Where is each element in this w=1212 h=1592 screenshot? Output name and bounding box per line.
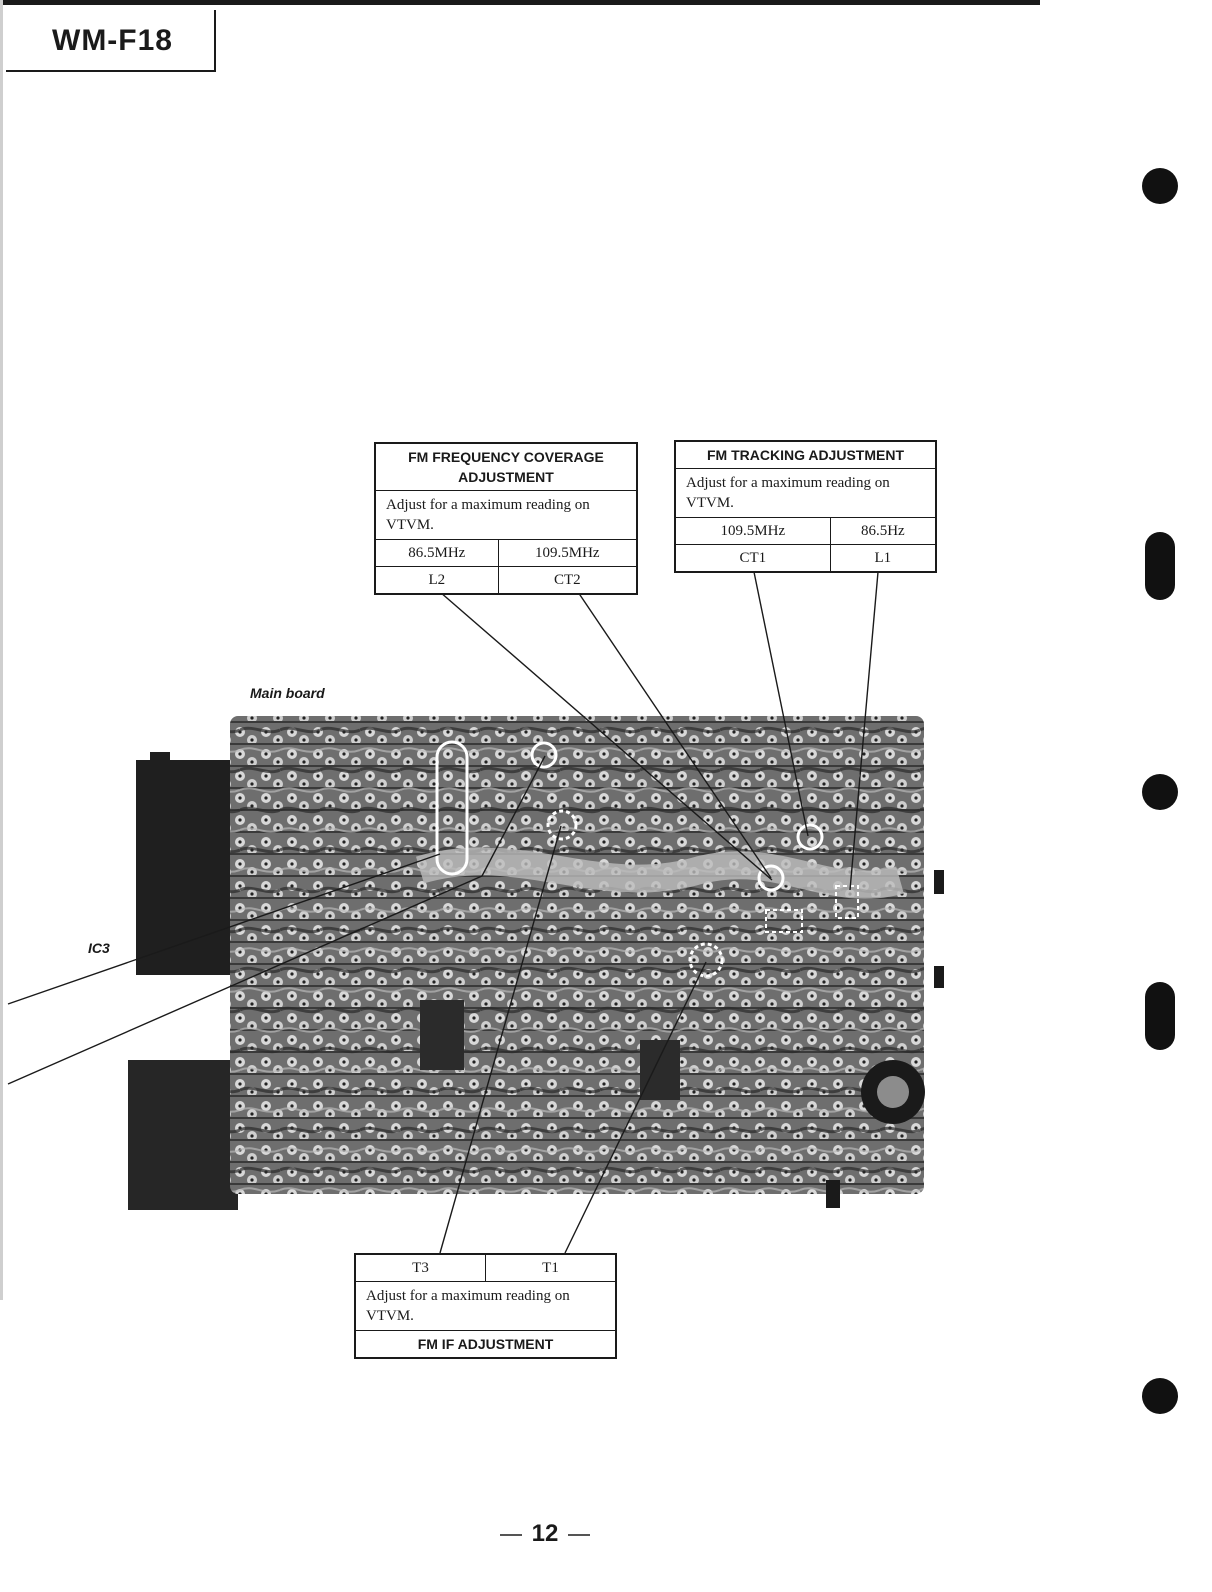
fm-tracking-table: 109.5MHz 86.5Hz CT1 L1 [676, 518, 935, 571]
freq-cell: 86.5MHz [376, 540, 498, 567]
page-number-text: 12 [532, 1520, 559, 1547]
side-switch [934, 870, 944, 894]
part-cell: CT1 [676, 545, 830, 572]
part-cell: L1 [830, 545, 935, 572]
circuit-traces [230, 716, 924, 1194]
ic-chip [640, 1040, 680, 1100]
fm-frequency-coverage-box: FM FREQUENCY COVERAGE ADJUSTMENT Adjust … [374, 442, 638, 595]
fm-tracking-note: Adjust for a maximum reading on VTVM. [676, 469, 935, 518]
board-pin [826, 1180, 840, 1208]
main-board-label: Main board [250, 685, 325, 701]
fm-if-title: FM IF ADJUSTMENT [356, 1331, 615, 1357]
ic-chip [420, 1000, 464, 1070]
dash-icon [500, 1534, 522, 1536]
jack-housing [128, 1060, 238, 1210]
fm-frequency-coverage-note: Adjust for a maximum reading on VTVM. [376, 491, 636, 540]
fm-if-note: Adjust for a maximum reading on VTVM. [356, 1282, 615, 1331]
part-cell: T3 [356, 1255, 486, 1282]
freq-cell: 109.5MHz [498, 540, 636, 567]
fm-if-table: T3 T1 [356, 1255, 615, 1282]
ic3-label: IC3 [88, 940, 110, 956]
fm-if-box: T3 T1 Adjust for a maximum reading on VT… [354, 1253, 617, 1359]
dash-icon [568, 1534, 590, 1536]
fm-tracking-box: FM TRACKING ADJUSTMENT Adjust for a maxi… [674, 440, 937, 573]
part-cell: T1 [486, 1255, 616, 1282]
volume-knob-center [877, 1076, 909, 1108]
fm-frequency-coverage-title: FM FREQUENCY COVERAGE ADJUSTMENT [376, 444, 636, 491]
freq-cell: 109.5MHz [676, 518, 830, 545]
jack-tab [150, 752, 170, 772]
fm-frequency-coverage-table: 86.5MHz 109.5MHz L2 CT2 [376, 540, 636, 593]
fm-tracking-title: FM TRACKING ADJUSTMENT [676, 442, 935, 469]
part-cell: L2 [376, 567, 498, 594]
side-switch [934, 966, 944, 988]
page-number: 12 [0, 1520, 1090, 1548]
freq-cell: 86.5Hz [830, 518, 935, 545]
part-cell: CT2 [498, 567, 636, 594]
